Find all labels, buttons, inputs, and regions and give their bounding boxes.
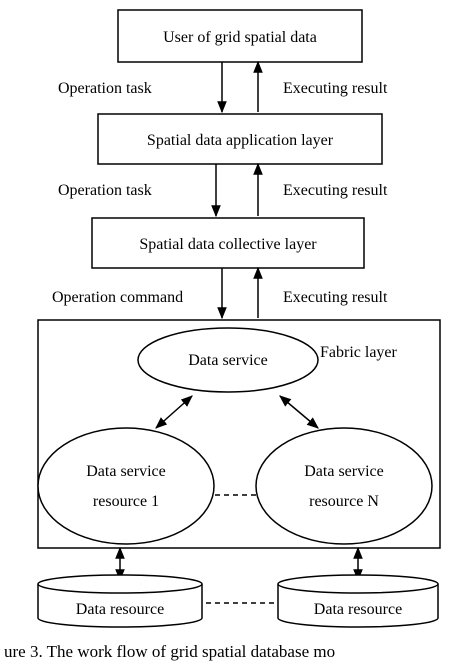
collective-layer-label: Spatial data collective layer: [139, 236, 317, 253]
exec-result-label-1: Executing result: [283, 80, 388, 97]
op-command-label: Operation command: [52, 289, 183, 306]
double-arrow-left: [155, 395, 193, 429]
op-task-label-2: Operation task: [58, 182, 152, 199]
data-resource-label-1: Data resource: [76, 601, 164, 618]
exec-result-label-3: Executing result: [283, 289, 388, 306]
resource-n-label-line2: resource N: [309, 493, 379, 510]
double-arrow-right: [279, 395, 319, 429]
resource-n-ellipse: [255, 427, 433, 545]
application-layer-box: [97, 113, 383, 165]
resource-1-label-line1: Data service: [86, 463, 166, 480]
exec-result-label-2: Executing result: [283, 182, 388, 199]
collective-layer-box: [91, 217, 365, 269]
user-label: User of grid spatial data: [163, 29, 317, 46]
data-resource-label-2: Data resource: [314, 601, 402, 618]
data-service-label: Data service: [188, 352, 268, 369]
fabric-layer-label: Fabric layer: [320, 344, 398, 361]
data-resource-cylinder-1: [37, 574, 203, 628]
resource-1-label-line2: resource 1: [93, 493, 159, 510]
op-task-label-1: Operation task: [58, 80, 152, 97]
data-resource-cylinder-2: [277, 574, 439, 628]
application-layer-label: Spatial data application layer: [147, 132, 334, 149]
figure-caption: ure 3. The work flow of grid spatial dat…: [4, 642, 335, 661]
resource-n-label-line1: Data service: [304, 463, 384, 480]
resource-1-ellipse: [37, 427, 215, 545]
user-box: [117, 9, 363, 63]
data-service-ellipse: [137, 327, 319, 393]
